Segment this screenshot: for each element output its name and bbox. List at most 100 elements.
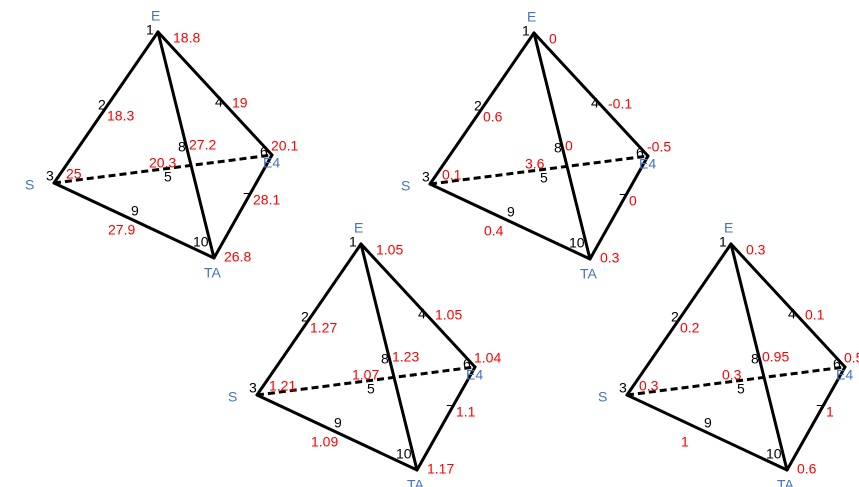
node-number: 4	[788, 306, 796, 322]
node-value: 27.2	[189, 137, 216, 153]
node-number: 2	[98, 97, 106, 113]
node-number: 4	[591, 95, 599, 111]
node-number: 10	[193, 234, 209, 250]
node-number: 4	[418, 306, 426, 322]
node-value: 0.3	[722, 367, 742, 383]
vertex-label-right: E4	[263, 155, 280, 171]
node-number: 7	[816, 402, 824, 418]
node-number: 6	[463, 356, 471, 372]
node-value: 0	[629, 193, 637, 209]
node-value: 1.23	[392, 349, 419, 365]
node-value: 3.6	[525, 156, 545, 172]
node-number: 6	[260, 144, 268, 160]
node-value: 20.3	[149, 155, 176, 171]
node-value: 1	[681, 434, 689, 450]
node-number: 3	[46, 168, 54, 184]
node-value: 0.95	[762, 349, 789, 365]
vertex-label-bottom: TA	[204, 265, 222, 281]
edge-E-S	[428, 31, 536, 186]
node-value: 1.21	[269, 378, 296, 394]
node-value: 27.9	[108, 222, 135, 238]
edge-S-TA	[428, 182, 592, 261]
node-number: 1	[146, 22, 154, 38]
node-number: 1	[349, 234, 357, 250]
edge-S-TA	[625, 393, 789, 472]
node-value: 0.4	[484, 223, 504, 239]
vertex-label-left: S	[228, 389, 237, 405]
node-value: 1	[826, 404, 834, 420]
node-value: 18.3	[107, 108, 134, 124]
node-value: 1.05	[435, 307, 462, 323]
node-number: 10	[766, 446, 782, 462]
edge-E-S	[52, 30, 160, 185]
node-value: 0.3	[600, 250, 620, 266]
hidden-edge-S-E4	[429, 154, 649, 186]
node-number: 2	[671, 309, 679, 325]
edge-E-S	[625, 242, 733, 397]
vertex-label-bottom: TA	[407, 477, 425, 487]
edge-S-TA	[52, 181, 216, 260]
hidden-edge-S-E4	[626, 365, 846, 397]
edge-E4-TA	[212, 153, 274, 260]
node-value: 1.17	[427, 461, 454, 477]
node-value: 0.6	[797, 461, 817, 477]
vertex-label-left: S	[25, 177, 34, 193]
vertex-label-bottom: TA	[580, 266, 598, 282]
node-number: 10	[396, 446, 412, 462]
node-value: 0.1	[805, 307, 825, 323]
edge-E4-TA	[588, 154, 650, 261]
node-number: 8	[381, 351, 389, 367]
node-number: 3	[249, 380, 257, 396]
node-number: 1	[522, 23, 530, 39]
edge-E-E4	[359, 242, 477, 369]
node-value: -0.1	[608, 96, 632, 112]
node-value: 1.09	[311, 434, 338, 450]
edge-E-E4	[532, 31, 650, 158]
node-value: 0.1	[442, 167, 462, 183]
node-number: 6	[833, 356, 841, 372]
edge-E-TA	[729, 242, 789, 472]
node-value: 0.3	[639, 378, 659, 394]
node-number: 5	[164, 169, 172, 185]
vertex-label-apex: E	[724, 220, 733, 236]
vertex-label-right: E4	[836, 367, 853, 383]
node-number: 9	[507, 204, 515, 220]
node-number: 7	[619, 191, 627, 207]
vertex-label-apex: E	[151, 8, 160, 24]
vertex-label-right: E4	[639, 156, 656, 172]
node-number: 5	[367, 381, 375, 397]
node-value: -0.5	[647, 139, 671, 155]
node-number: 9	[704, 415, 712, 431]
node-number: 7	[243, 190, 251, 206]
node-number: 1	[719, 234, 727, 250]
node-number: 8	[178, 139, 186, 155]
node-value: 0.2	[680, 320, 700, 336]
edge-E-TA	[156, 30, 216, 260]
node-value: 1.04	[474, 350, 501, 366]
node-number: 8	[554, 140, 562, 156]
hidden-edge-S-E4	[256, 365, 476, 397]
node-number: 5	[737, 381, 745, 397]
node-value: 1.05	[376, 242, 403, 258]
node-number: 8	[751, 351, 759, 367]
node-value: 0.5	[844, 350, 859, 366]
vertex-label-apex: E	[527, 9, 536, 25]
node-value: 20.1	[271, 138, 298, 154]
node-number: 6	[636, 145, 644, 161]
node-number: 5	[540, 170, 548, 186]
tetrahedron-4: ESE4TA10.320.230.340.150.360.57180.95911…	[598, 220, 859, 487]
vertex-label-bottom: TA	[777, 477, 795, 487]
edge-E-E4	[156, 30, 274, 157]
node-value: 28.1	[253, 192, 280, 208]
node-number: 9	[131, 203, 139, 219]
node-value: 0.6	[483, 109, 503, 125]
node-value: 0.3	[746, 242, 766, 258]
node-number: 3	[422, 169, 430, 185]
hidden-edge-S-E4	[53, 153, 273, 185]
vertex-label-left: S	[401, 178, 410, 194]
node-number: 4	[215, 94, 223, 110]
node-number: 9	[334, 415, 342, 431]
